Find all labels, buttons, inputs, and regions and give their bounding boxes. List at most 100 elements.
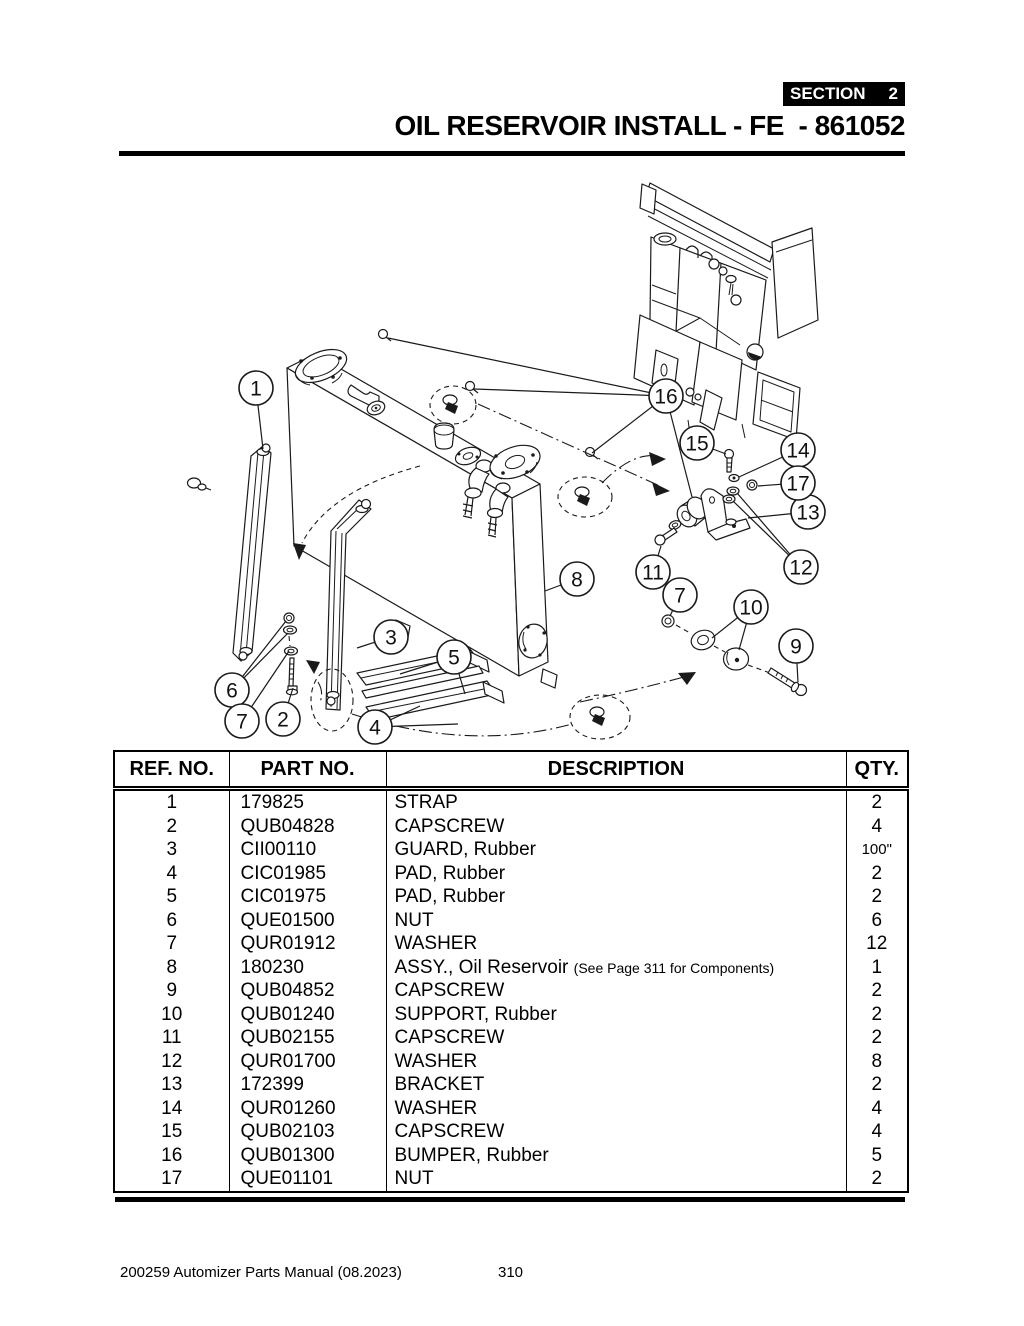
ref-no-cell: 10 bbox=[113, 1002, 230, 1026]
callout-9 bbox=[778, 628, 814, 664]
callout-1 bbox=[238, 370, 274, 406]
qty-cell: 2 bbox=[845, 1002, 909, 1026]
part-no-cell: CIC01985 bbox=[228, 861, 387, 885]
ref-no-cell: 2 bbox=[113, 814, 230, 838]
ref-no-cell: 1 bbox=[113, 788, 230, 815]
qty-cell: 100" bbox=[845, 838, 909, 862]
qty-cell: 2 bbox=[845, 1073, 909, 1097]
table-row: 3 CII00110 GUARD, Rubber 100" bbox=[113, 838, 909, 862]
description-cell: STRAP bbox=[385, 788, 847, 815]
table-row: 1 179825 STRAP 2 bbox=[113, 788, 909, 815]
ref-no-cell: 15 bbox=[113, 1120, 230, 1144]
callout-number-7: 7 bbox=[674, 585, 686, 608]
part-no-cell: CIC01975 bbox=[228, 885, 387, 909]
header-ref-no: REF. NO. bbox=[113, 751, 230, 791]
oil-reservoir-art bbox=[286, 348, 558, 689]
callout-number-6: 6 bbox=[226, 680, 238, 703]
part-no-cell: QUE01500 bbox=[228, 908, 387, 932]
callout-2 bbox=[265, 701, 301, 737]
callout-number-12: 12 bbox=[789, 557, 812, 580]
bottom-rule bbox=[115, 1197, 905, 1202]
part-no-cell: CII00110 bbox=[228, 838, 387, 862]
ref-no-cell: 4 bbox=[113, 861, 230, 885]
table-row: 10 QUB01240 SUPPORT, Rubber 2 bbox=[113, 1002, 909, 1026]
description-cell: BRACKET bbox=[385, 1073, 847, 1097]
callout-number-2: 2 bbox=[277, 709, 289, 732]
description-cell: WASHER bbox=[385, 1096, 847, 1120]
callout-number-3: 3 bbox=[385, 627, 397, 650]
callout-17 bbox=[780, 465, 816, 501]
description-cell: SUPPORT, Rubber bbox=[385, 1002, 847, 1026]
callout-number-7: 7 bbox=[236, 711, 248, 734]
qty-cell: 2 bbox=[845, 979, 909, 1003]
title-rule bbox=[119, 151, 905, 156]
callout-number-17: 17 bbox=[786, 473, 809, 496]
description-cell: NUT bbox=[385, 908, 847, 932]
qty-cell: 2 bbox=[845, 788, 909, 815]
callout-16 bbox=[648, 378, 684, 414]
callout-12 bbox=[783, 549, 819, 585]
qty-cell: 2 bbox=[845, 1026, 909, 1050]
ref-no-cell: 14 bbox=[113, 1096, 230, 1120]
ref-no-cell: 17 bbox=[113, 1167, 230, 1192]
page-title: OIL RESERVOIR INSTALL - FE - 861052 bbox=[394, 110, 905, 141]
screw-glyphs bbox=[377, 328, 599, 460]
callout-11 bbox=[635, 554, 671, 590]
callout-number-4: 4 bbox=[369, 717, 381, 740]
part-no-cell: QUB01240 bbox=[228, 1002, 387, 1026]
callout-number-16: 16 bbox=[654, 386, 677, 409]
part-no-cell: 172399 bbox=[228, 1073, 387, 1097]
header-description: DESCRIPTION bbox=[385, 751, 847, 791]
qty-cell: 2 bbox=[845, 861, 909, 885]
description-cell: GUARD, Rubber bbox=[385, 838, 847, 862]
ref-no-cell: 7 bbox=[113, 932, 230, 956]
callout-number-13: 13 bbox=[796, 502, 819, 525]
callout-5 bbox=[436, 639, 472, 675]
table-row: 17 QUE01101 NUT 2 bbox=[113, 1167, 909, 1192]
section-badge: SECTION 2 bbox=[783, 82, 905, 106]
table-row: 11 QUB02155 CAPSCREW 2 bbox=[113, 1026, 909, 1050]
parts-table: REF. NO. PART NO. DESCRIPTION QTY. 1 179… bbox=[113, 750, 909, 1193]
footer-manual-info: 200259 Automizer Parts Manual (08.2023) bbox=[120, 1264, 402, 1281]
qty-cell: 4 bbox=[845, 1120, 909, 1144]
qty-cell: 6 bbox=[845, 908, 909, 932]
callout-number-14: 14 bbox=[786, 440, 810, 463]
table-row: 7 QUR01912 WASHER 12 bbox=[113, 932, 909, 956]
section-number: 2 bbox=[888, 84, 898, 103]
ref-no-cell: 3 bbox=[113, 838, 230, 862]
description-cell: CAPSCREW bbox=[385, 1120, 847, 1144]
description-cell: PAD, Rubber bbox=[385, 885, 847, 909]
callout-number-1: 1 bbox=[250, 378, 262, 401]
callout-3 bbox=[373, 619, 409, 655]
description-cell: BUMPER, Rubber bbox=[385, 1143, 847, 1167]
callout-number-11: 11 bbox=[642, 562, 664, 585]
ref-no-cell: 9 bbox=[113, 979, 230, 1003]
description-cell: PAD, Rubber bbox=[385, 861, 847, 885]
section-label: SECTION bbox=[790, 84, 866, 103]
part-no-cell: 180230 bbox=[228, 955, 387, 979]
part-no-cell: QUB01300 bbox=[228, 1143, 387, 1167]
part-no-cell: QUB04828 bbox=[228, 814, 387, 838]
description-cell: WASHER bbox=[385, 932, 847, 956]
table-row: 14 QUR01260 WASHER 4 bbox=[113, 1096, 909, 1120]
part-no-cell: QUR01700 bbox=[228, 1049, 387, 1073]
description-cell: WASHER bbox=[385, 1049, 847, 1073]
ref-no-cell: 5 bbox=[113, 885, 230, 909]
table-row: 8 180230 ASSY., Oil Reservoir (See Page … bbox=[113, 955, 909, 979]
table-row: 2 QUB04828 CAPSCREW 4 bbox=[113, 814, 909, 838]
table-header-row: REF. NO. PART NO. DESCRIPTION QTY. bbox=[113, 751, 909, 791]
ref-no-cell: 11 bbox=[113, 1026, 230, 1050]
header-part-no: PART NO. bbox=[228, 751, 387, 791]
ref-no-cell: 16 bbox=[113, 1143, 230, 1167]
part-no-cell: QUR01260 bbox=[228, 1096, 387, 1120]
part-no-cell: QUB04852 bbox=[228, 979, 387, 1003]
table-row: 4 CIC01985 PAD, Rubber 2 bbox=[113, 861, 909, 885]
ref-no-cell: 12 bbox=[113, 1049, 230, 1073]
ref-no-cell: 8 bbox=[113, 955, 230, 979]
description-cell: ASSY., Oil Reservoir (See Page 311 for C… bbox=[385, 955, 847, 979]
description-cell: CAPSCREW bbox=[385, 979, 847, 1003]
part-no-cell: 179825 bbox=[228, 788, 387, 815]
description-cell: NUT bbox=[385, 1167, 847, 1192]
